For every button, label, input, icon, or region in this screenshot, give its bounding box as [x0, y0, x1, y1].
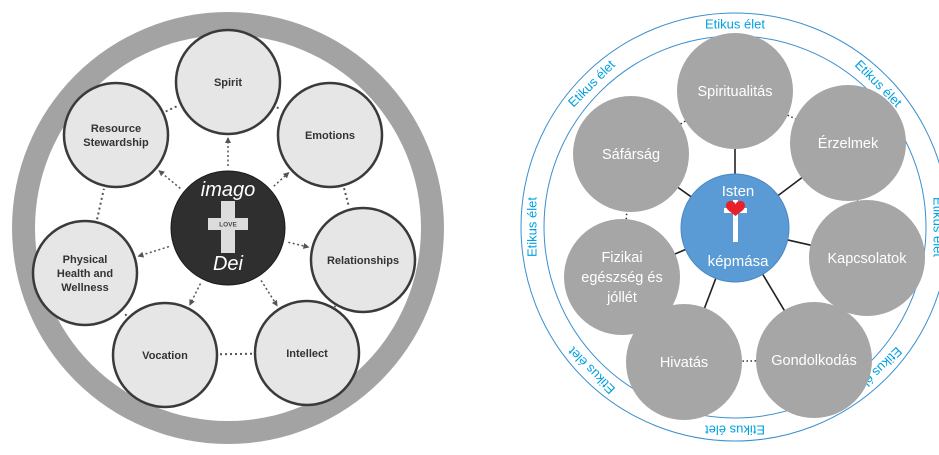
left-diagram: ethical living ethical living ethical li… — [12, 12, 444, 444]
right-spoke-connector — [676, 185, 692, 198]
left-spoke-connector — [288, 241, 309, 248]
left-spoke-arrowhead — [282, 172, 290, 179]
right-node-label: Hivatás — [660, 355, 708, 371]
right-node-label: Érzelmek — [818, 135, 879, 152]
left-node-label: Wellness — [61, 282, 109, 294]
left-spoke-arrowhead — [225, 137, 231, 143]
right-ring-connector — [680, 120, 686, 125]
right-node-label: egészség és — [581, 270, 662, 286]
left-node-label: Stewardship — [83, 137, 149, 149]
right-ring-connector — [625, 211, 628, 220]
right-node-erzelmek: Érzelmek — [790, 85, 906, 201]
left-ring-connector — [122, 311, 128, 317]
right-node-circle — [790, 85, 906, 201]
left-node-circle — [253, 299, 361, 407]
right-node-circle — [756, 302, 872, 418]
left-ring-connector — [276, 106, 282, 111]
right-outer-ring-line — [520, 12, 939, 442]
right-node-label: Spiritualitás — [698, 84, 773, 100]
left-spoke-connector — [138, 245, 170, 257]
right-node-circle — [573, 96, 689, 212]
right-ring-label: Etikus élet — [705, 423, 765, 438]
left-ring-connector — [343, 187, 350, 208]
heart-icon — [726, 200, 745, 216]
left-love-badge: LOVE — [219, 222, 237, 229]
right-spoke-connector — [703, 278, 717, 310]
right-node-gondolkodas: Gondolkodás — [756, 302, 872, 418]
left-node-circle — [31, 219, 139, 327]
right-center-line-2: képmása — [708, 253, 770, 270]
left-node-label: Health and — [57, 268, 113, 280]
left-cross-horizontal — [208, 218, 248, 230]
right-ring-label: Etikus élet — [565, 344, 618, 397]
right-node-fizikai-egeszseg-es-jollet: Fizikai egészség és jóllét — [564, 219, 680, 335]
left-node-emotions: Emotions — [276, 81, 384, 189]
right-node-kapcsolatok: Kapcsolatok — [809, 200, 925, 316]
right-node-circle — [626, 304, 742, 420]
left-node-label: Resource — [91, 123, 141, 135]
left-node-circle — [62, 81, 170, 189]
left-connectors — [96, 104, 350, 356]
right-node-hivatas: Hivatás — [626, 304, 742, 420]
right-node-label: jóllét — [606, 290, 637, 306]
right-node-spiritualitas: Spiritualitás — [677, 33, 793, 149]
right-node-circle — [677, 33, 793, 149]
left-spoke-arrowhead — [271, 299, 278, 307]
right-ring-label: Etikus élet — [931, 197, 939, 257]
left-spoke-connector — [273, 172, 290, 187]
left-node-label: Physical — [63, 254, 108, 266]
left-ring-connector — [333, 305, 337, 308]
right-nodes: SpiritualitásÉrzelmekKapcsolatokGondolko… — [564, 33, 925, 420]
left-node-vocation: Vocation — [111, 301, 219, 409]
left-node-label: Emotions — [305, 130, 355, 142]
right-cross-vertical — [733, 200, 738, 242]
left-spoke-arrowhead — [158, 170, 165, 177]
right-node-safarsag: Sáfárság — [573, 96, 689, 212]
left-node-label: Spirit — [214, 77, 242, 89]
right-spoke-connector — [673, 248, 686, 256]
right-spoke-connector — [777, 176, 804, 197]
left-node-intellect: Intellect — [253, 299, 361, 407]
left-node-circle — [276, 81, 384, 189]
left-spoke-arrowhead — [189, 299, 195, 306]
left-node-label: Vocation — [142, 350, 188, 362]
left-node-circle — [111, 301, 219, 409]
right-ring-label: Etikus élet — [524, 197, 539, 257]
left-center-bottom-text: Dei — [213, 253, 244, 275]
right-center-line-1: Isten — [722, 183, 755, 200]
right-node-circle — [809, 200, 925, 316]
left-node-circle — [174, 28, 282, 136]
right-spoke-connector — [762, 273, 786, 313]
right-node-label: Fizikai — [601, 250, 642, 266]
left-spoke-arrowhead — [137, 251, 145, 258]
right-center: Isten képmása — [680, 173, 790, 283]
right-node-label: Gondolkodás — [771, 353, 856, 369]
right-node-label: Kapcsolatok — [828, 251, 908, 267]
right-node-circle — [564, 219, 680, 335]
left-node-label: Intellect — [286, 348, 328, 360]
right-connectors — [625, 114, 859, 362]
right-ring-connector — [787, 114, 796, 120]
left-spoke-arrowhead — [302, 243, 310, 249]
left-node-relationships: Relationships — [309, 206, 417, 314]
left-spoke-connector — [260, 280, 278, 307]
right-node-label: Sáfárság — [602, 147, 660, 163]
left-ring-connector — [165, 104, 179, 113]
left-center-top-text: imago — [201, 179, 255, 201]
left-node-label: Relationships — [327, 255, 399, 267]
left-center: imago LOVE Dei — [170, 170, 286, 286]
left-ring-connector — [96, 188, 105, 220]
right-spoke-connector — [787, 239, 813, 247]
left-node-circle — [309, 206, 417, 314]
right-ring-label: Etikus élet — [705, 16, 765, 31]
left-node-spirit: Spirit — [174, 28, 282, 136]
